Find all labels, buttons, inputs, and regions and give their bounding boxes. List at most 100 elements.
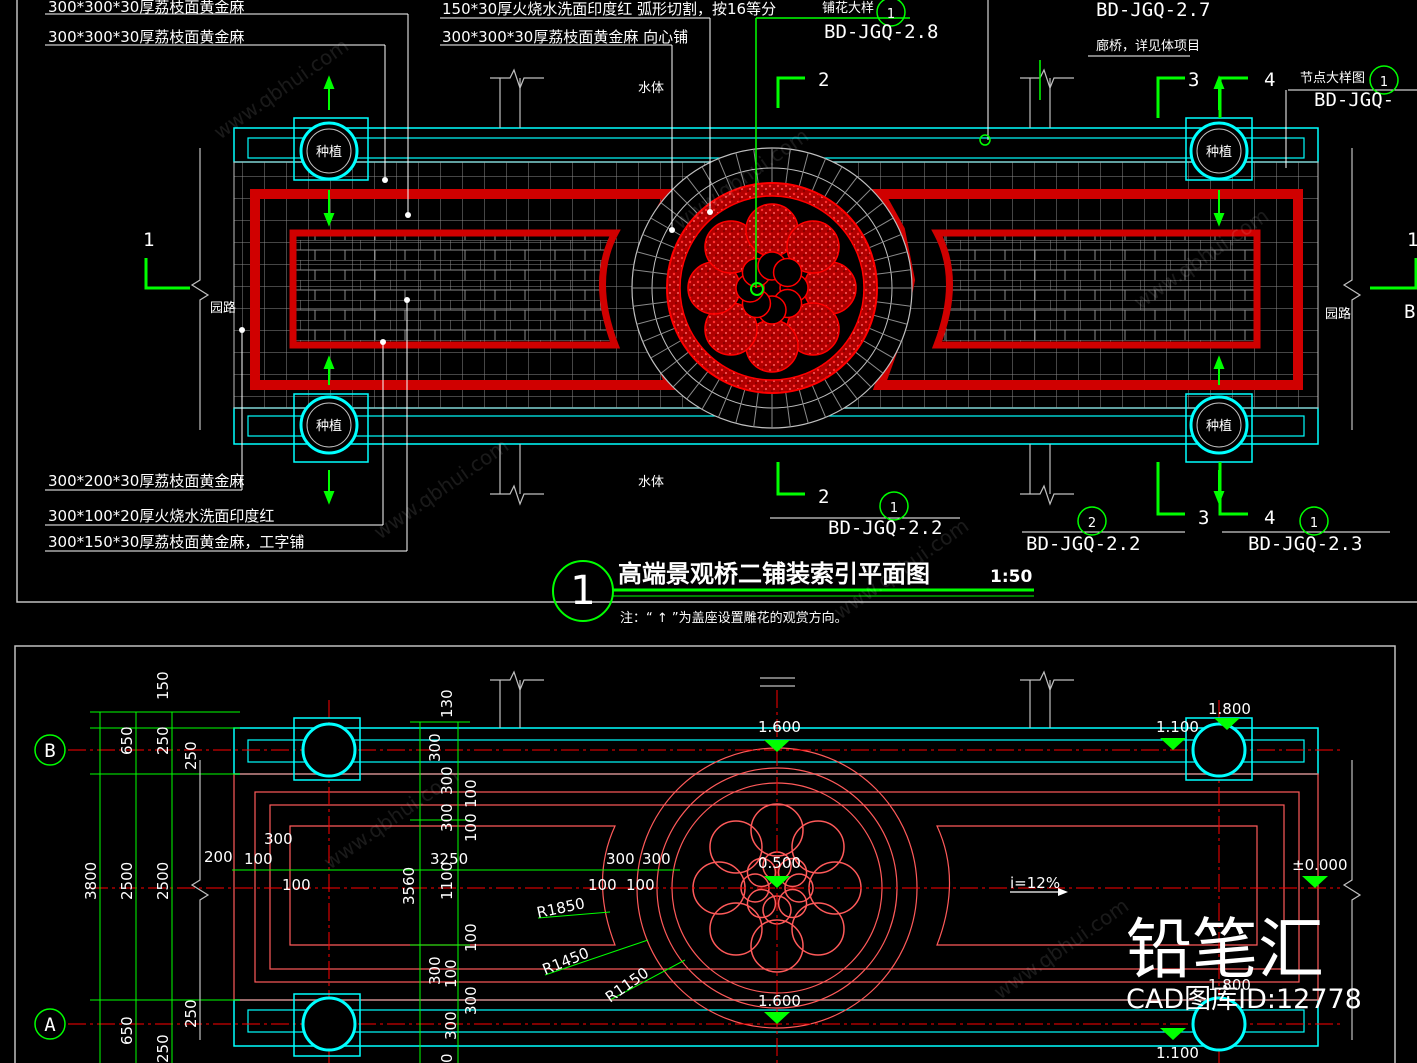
plan-note: 注：“ ↑ ”为盖座设置雕花的观赏方向。 xyxy=(620,610,848,626)
watermark-diag-4: www.qbhui.com xyxy=(369,433,513,544)
radial-joint xyxy=(811,158,827,192)
watermark-id: CAD图库ID:12778 xyxy=(1126,984,1362,1015)
petal xyxy=(709,820,763,874)
dim-v-650b: 650 xyxy=(118,1016,136,1045)
node-detail-label: 节点大样图 xyxy=(1300,71,1365,86)
radial-joint xyxy=(811,384,827,418)
radial-joint xyxy=(636,314,671,325)
petal xyxy=(709,902,763,956)
radial-joints xyxy=(632,148,912,428)
bottom-ref-2: BD-JGQ-2.2 xyxy=(1026,533,1140,555)
level-1100-bottom: 1.100 xyxy=(1156,1044,1199,1062)
radial-joint xyxy=(672,188,699,215)
radial-joint xyxy=(686,370,709,400)
dim-v-2500b: 2500 xyxy=(154,862,172,900)
radial-joint xyxy=(845,188,872,215)
dim-h-200: 200 xyxy=(204,848,233,866)
label-material-5: 300*200*30厚荔枝面黄金麻 xyxy=(48,472,244,490)
node-detail-ref: BD-JGQ- xyxy=(1314,89,1394,111)
planter-label: 种植 xyxy=(316,145,342,160)
dim-h-300a: 300 xyxy=(264,830,293,848)
radial-joint xyxy=(824,378,843,410)
radial-joint xyxy=(785,149,791,184)
radial-joint xyxy=(717,158,733,192)
ref-partial-right: B xyxy=(1404,301,1415,323)
dim-v-250c: 250 xyxy=(182,999,200,1028)
dim-h-100d: 100 xyxy=(626,876,655,894)
radial-joint xyxy=(650,340,682,359)
label-material-3: 150*30厚火烧水洗面印度红 弧形切割，按16等分 xyxy=(442,0,776,18)
radial-joint xyxy=(672,361,699,388)
top-plan: 种植 种植 种植 种植 xyxy=(45,0,1417,626)
section-3-top: 3 xyxy=(1188,69,1199,91)
petal xyxy=(791,820,845,874)
level-1100-top: 1.100 xyxy=(1156,718,1199,736)
radial-joint xyxy=(824,166,843,198)
dim-v-100d: 100 xyxy=(442,959,460,988)
planter-bl: 种植 xyxy=(293,393,369,463)
dim-v-300e: 300 xyxy=(462,986,480,1015)
radius-1450: R1450 xyxy=(540,944,592,979)
radial-joint xyxy=(686,176,709,206)
dim-v-300d: 300 xyxy=(426,956,444,985)
radius-1850: R1850 xyxy=(535,894,586,922)
radial-joint xyxy=(642,233,676,249)
level-1800-bottom: 1.800 xyxy=(1208,976,1251,994)
level-1600-top: 1.600 xyxy=(758,718,801,736)
dim-h-100c: 100 xyxy=(588,876,617,894)
road-label-left: 园路 xyxy=(210,300,236,316)
dim-v-250d: 250 xyxy=(154,1034,172,1063)
node-detail-num: 1 xyxy=(1380,75,1388,90)
bottom-ref-1: BD-JGQ-2.2 xyxy=(828,517,942,539)
dim-v-250a: 250 xyxy=(154,726,172,755)
radial-joint xyxy=(785,392,791,427)
dim-v-300a: 300 xyxy=(426,733,444,762)
radial-joint xyxy=(753,392,759,427)
dim-v-130: 130 xyxy=(438,689,456,718)
radial-joint xyxy=(873,251,908,262)
level-0000: ±0.000 xyxy=(1292,856,1348,874)
radial-joint xyxy=(798,152,809,187)
radial-joint xyxy=(798,389,809,424)
dim-v-250b: 250 xyxy=(182,741,200,770)
plan-number: 1 xyxy=(570,568,595,614)
radial-joint xyxy=(835,176,858,206)
label-material-7: 300*150*30厚荔枝面黄金麻，工字铺 xyxy=(48,533,304,551)
plan-title: 高端景观桥二铺装索引平面图 xyxy=(618,560,930,588)
level-0500: 0.500 xyxy=(758,854,801,872)
note-top-right: 廊桥，详见体项目 xyxy=(1096,38,1200,54)
section-2-top: 2 xyxy=(818,69,829,91)
planter-label: 种植 xyxy=(1206,419,1232,434)
radial-joint xyxy=(876,269,911,275)
petal xyxy=(777,857,808,888)
planter-tr: 种植 xyxy=(1185,117,1253,181)
water-label-bottom: 水体 xyxy=(638,475,664,490)
level-1600-bottom: 1.600 xyxy=(758,992,801,1010)
petal xyxy=(746,857,777,888)
radial-joint xyxy=(650,217,682,236)
bottom-ref-num-3: 1 xyxy=(1310,516,1318,531)
radial-joint xyxy=(633,301,668,307)
radial-joint xyxy=(660,202,690,225)
radial-joint xyxy=(642,327,676,343)
dim-v-3800: 3800 xyxy=(82,862,100,900)
radial-joint xyxy=(868,233,902,249)
level-1800-top: 1.800 xyxy=(1208,700,1251,718)
dim-h-300c: 300 xyxy=(642,850,671,868)
radial-joint xyxy=(876,301,911,307)
planter-label: 种植 xyxy=(1206,145,1232,160)
section-1-right: 1 xyxy=(1407,229,1417,251)
dim-v-300c: 300 xyxy=(438,803,456,832)
section-4-bottom: 4 xyxy=(1264,507,1275,529)
dim-h-100b: 100 xyxy=(282,876,311,894)
radial-joint xyxy=(701,166,720,198)
petal xyxy=(750,919,804,973)
radial-joint xyxy=(735,152,746,187)
dim-h-3250: 3250 xyxy=(430,850,468,868)
dim-v-300f: 300 xyxy=(442,1011,460,1040)
dim-v-1100: 1100 xyxy=(438,862,456,900)
section-1-left: 1 xyxy=(143,229,154,251)
dim-v-2500a: 2500 xyxy=(118,862,136,900)
radial-joint xyxy=(660,351,690,374)
